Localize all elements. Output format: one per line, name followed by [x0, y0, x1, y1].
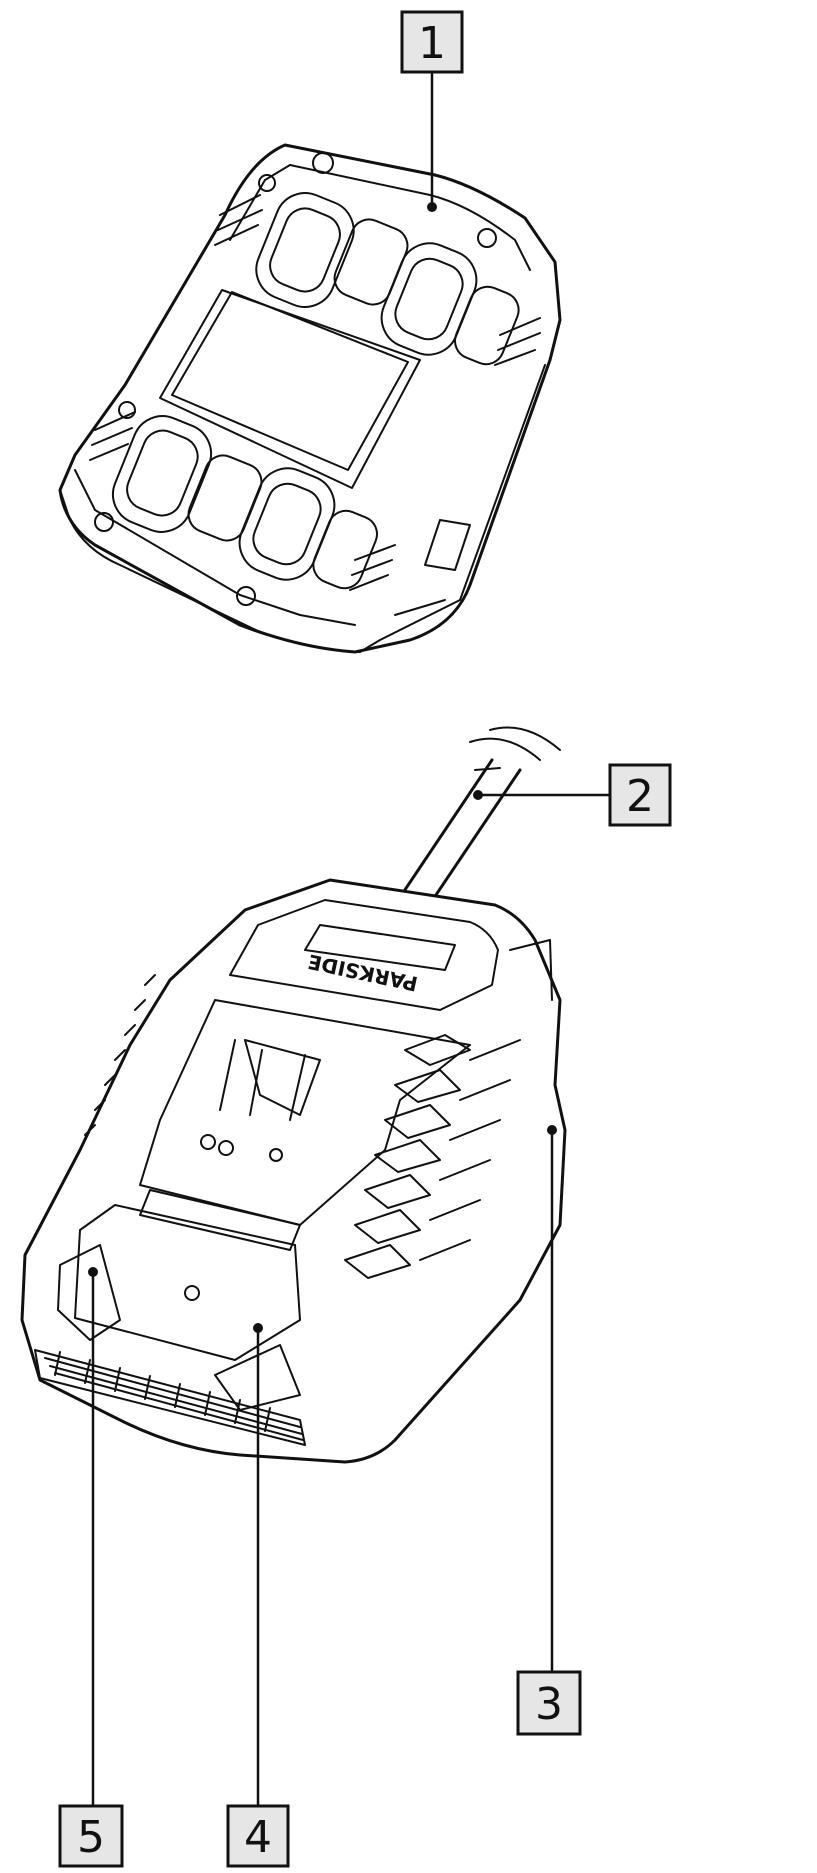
callout-1: 1: [400, 10, 464, 212]
callout-4: 4: [226, 1323, 290, 1868]
callout-3-label: 3: [535, 1679, 563, 1730]
callout-1-label: 1: [418, 18, 446, 69]
charger-base: PARKSIDE: [20, 878, 567, 1464]
callout-4-label: 4: [244, 1812, 272, 1863]
callout-5-label: 5: [77, 1812, 105, 1863]
battery-pack: [58, 143, 562, 654]
callout-3: 3: [516, 1125, 582, 1736]
callout-2-label: 2: [626, 771, 654, 822]
callout-2: 2: [473, 763, 672, 827]
callout-5: 5: [58, 1267, 124, 1868]
